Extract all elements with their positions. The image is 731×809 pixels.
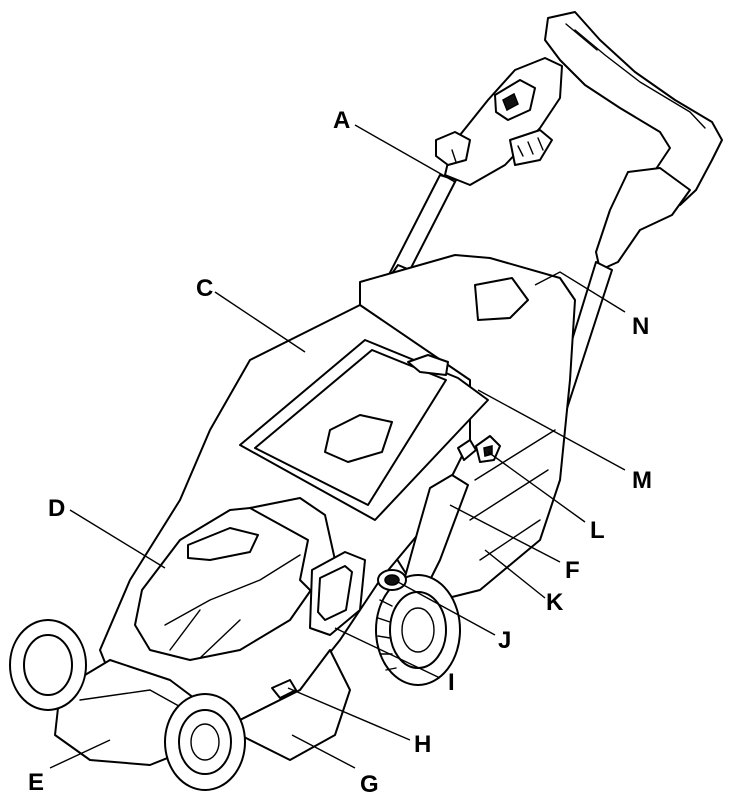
leader-j <box>397 581 496 636</box>
label-h: H <box>414 731 431 758</box>
leader-e <box>49 739 111 769</box>
leader-i <box>334 627 441 679</box>
grass-box-lid <box>239 339 489 521</box>
label-m: M <box>632 467 652 494</box>
leader-a <box>354 124 456 183</box>
leader-d <box>69 509 166 569</box>
label-k: K <box>546 589 564 616</box>
leader-h <box>287 687 411 741</box>
leader-k <box>484 549 546 599</box>
leader-c <box>214 291 306 353</box>
leader-l <box>487 451 586 523</box>
switch-box <box>435 57 563 186</box>
label-f: F <box>565 557 580 584</box>
leader-lines <box>49 124 626 769</box>
leader-g <box>291 734 356 769</box>
label-n: N <box>632 313 649 340</box>
label-a: A <box>333 107 350 134</box>
height-adjust-knob <box>377 569 407 591</box>
plug-socket <box>271 679 297 699</box>
label-e: E <box>28 769 44 796</box>
part-labels: A C D E F G H I J K L M N <box>28 107 652 798</box>
switch-panel <box>309 551 366 636</box>
label-d: D <box>48 495 65 522</box>
label-j: J <box>498 627 511 654</box>
label-c: C <box>196 275 213 302</box>
rear-wheel <box>375 574 461 686</box>
label-i: I <box>448 669 455 696</box>
leader-n <box>534 271 626 313</box>
label-l: L <box>590 517 605 544</box>
leader-m <box>477 389 626 471</box>
front-right-wheel <box>164 693 246 791</box>
front-left-wheel <box>9 619 87 711</box>
label-g: G <box>360 771 379 798</box>
leader-f <box>449 504 561 563</box>
